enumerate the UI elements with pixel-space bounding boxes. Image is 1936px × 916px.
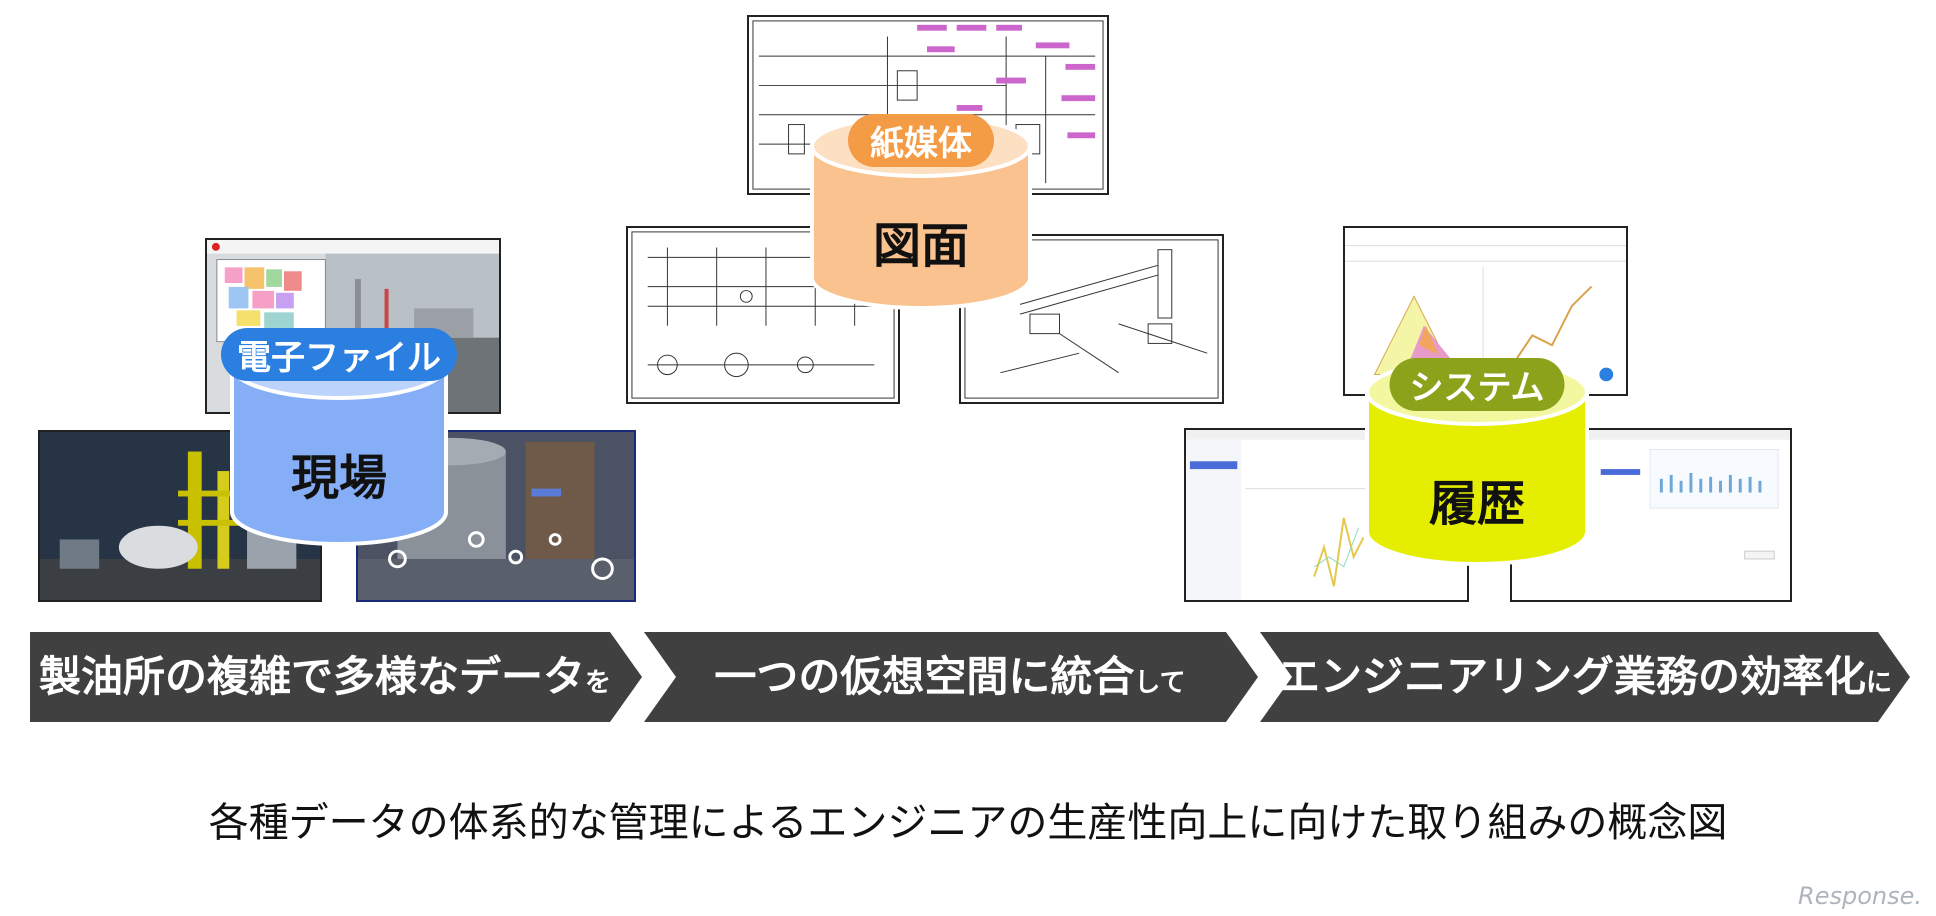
database-zumen-pill: 紙媒体 xyxy=(848,114,994,167)
flow-arrows xyxy=(30,632,1910,722)
cylinder-body xyxy=(810,144,1032,310)
flow-step-1-tail: を xyxy=(585,668,612,698)
figure-caption: 各種データの体系的な管理によるエンジニアの生産性向上に向けた取り組みの概念図 xyxy=(208,800,1728,846)
database-genba: 電子ファイル 現場 xyxy=(221,328,457,548)
flow-step-3: エンジニアリング業務の効率化に xyxy=(1278,632,1892,722)
database-zumen: 紙媒体 図面 xyxy=(808,112,1034,312)
database-genba-label: 現場 xyxy=(290,450,387,506)
database-rireki-label: 履歴 xyxy=(1428,476,1525,532)
flow-step-3-main: エンジニアリング業務の効率化 xyxy=(1278,652,1867,701)
flow-step-3-tail: に xyxy=(1866,668,1893,698)
flow-step-1: 製油所の複雑で多様なデータを xyxy=(30,632,620,722)
database-rireki-pill: システム xyxy=(1389,358,1565,411)
cylinder-body xyxy=(230,364,448,546)
cylinder-body xyxy=(1365,390,1589,566)
flow-arrow-2 xyxy=(644,632,1258,722)
flow-step-2-main: 一つの仮想空間に統合 xyxy=(714,652,1135,701)
response-watermark: Response. xyxy=(1798,882,1922,910)
flow-arrow-1 xyxy=(30,632,642,722)
database-genba-pill: 電子ファイル xyxy=(221,328,457,381)
flow-step-2: 一つの仮想空間に統合して xyxy=(670,632,1230,722)
database-rireki: システム 履歴 xyxy=(1363,356,1591,568)
flow-arrow-3 xyxy=(1260,632,1910,722)
database-zumen-label: 図面 xyxy=(872,218,969,274)
flow-step-2-tail: して xyxy=(1134,668,1186,698)
flow-step-1-main: 製油所の複雑で多様なデータ xyxy=(38,652,585,701)
